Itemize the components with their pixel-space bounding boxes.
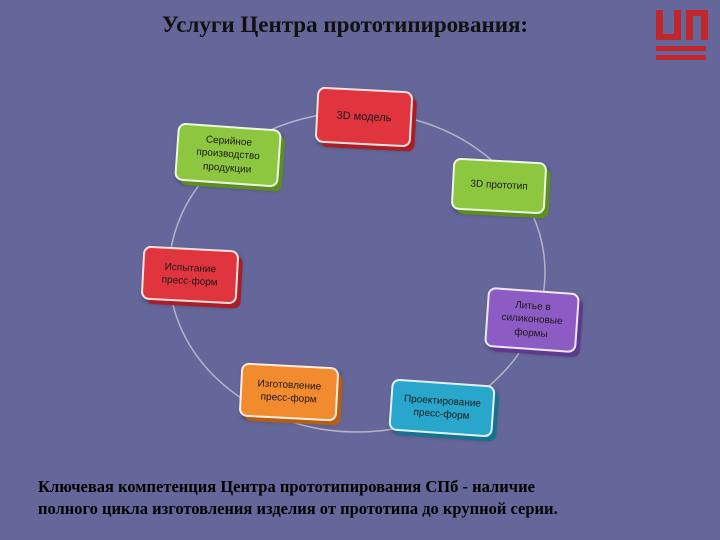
footer-text: Ключевая компетенция Центра прототипиров… — [38, 476, 698, 520]
slide-title: Услуги Центра прототипирования: — [161, 12, 529, 37]
footer-line: полного цикла изготовления изделия от пр… — [38, 499, 558, 518]
footer-line: Ключевая компетенция Центра прототипиров… — [38, 477, 535, 496]
step-card-3d-prototype: 3D прототип — [450, 157, 548, 215]
step-label: 3D прототип — [470, 178, 528, 193]
step-card-silicone-casting: Литье в силиконовые формы — [484, 286, 580, 354]
step-label: Серийное производство продукции — [195, 134, 261, 176]
step-card-3d-model: 3D модель — [314, 86, 414, 148]
step-card-mold-design: Проектирование пресс-форм — [388, 378, 496, 438]
step-card-mold-testing: Испытание пресс-форм — [140, 245, 240, 305]
step-label: 3D модель — [336, 109, 392, 125]
company-logo-icon — [656, 10, 708, 60]
step-label: Изготовление пресс-форм — [257, 377, 322, 406]
step-card-mold-manufacturing: Изготовление пресс-форм — [238, 362, 340, 422]
step-label: Проектирование пресс-форм — [403, 392, 482, 422]
step-label: Литье в силиконовые формы — [501, 299, 563, 340]
step-card-serial-production: Серийное производство продукции — [174, 122, 282, 188]
step-label: Испытание пресс-форм — [161, 261, 218, 289]
